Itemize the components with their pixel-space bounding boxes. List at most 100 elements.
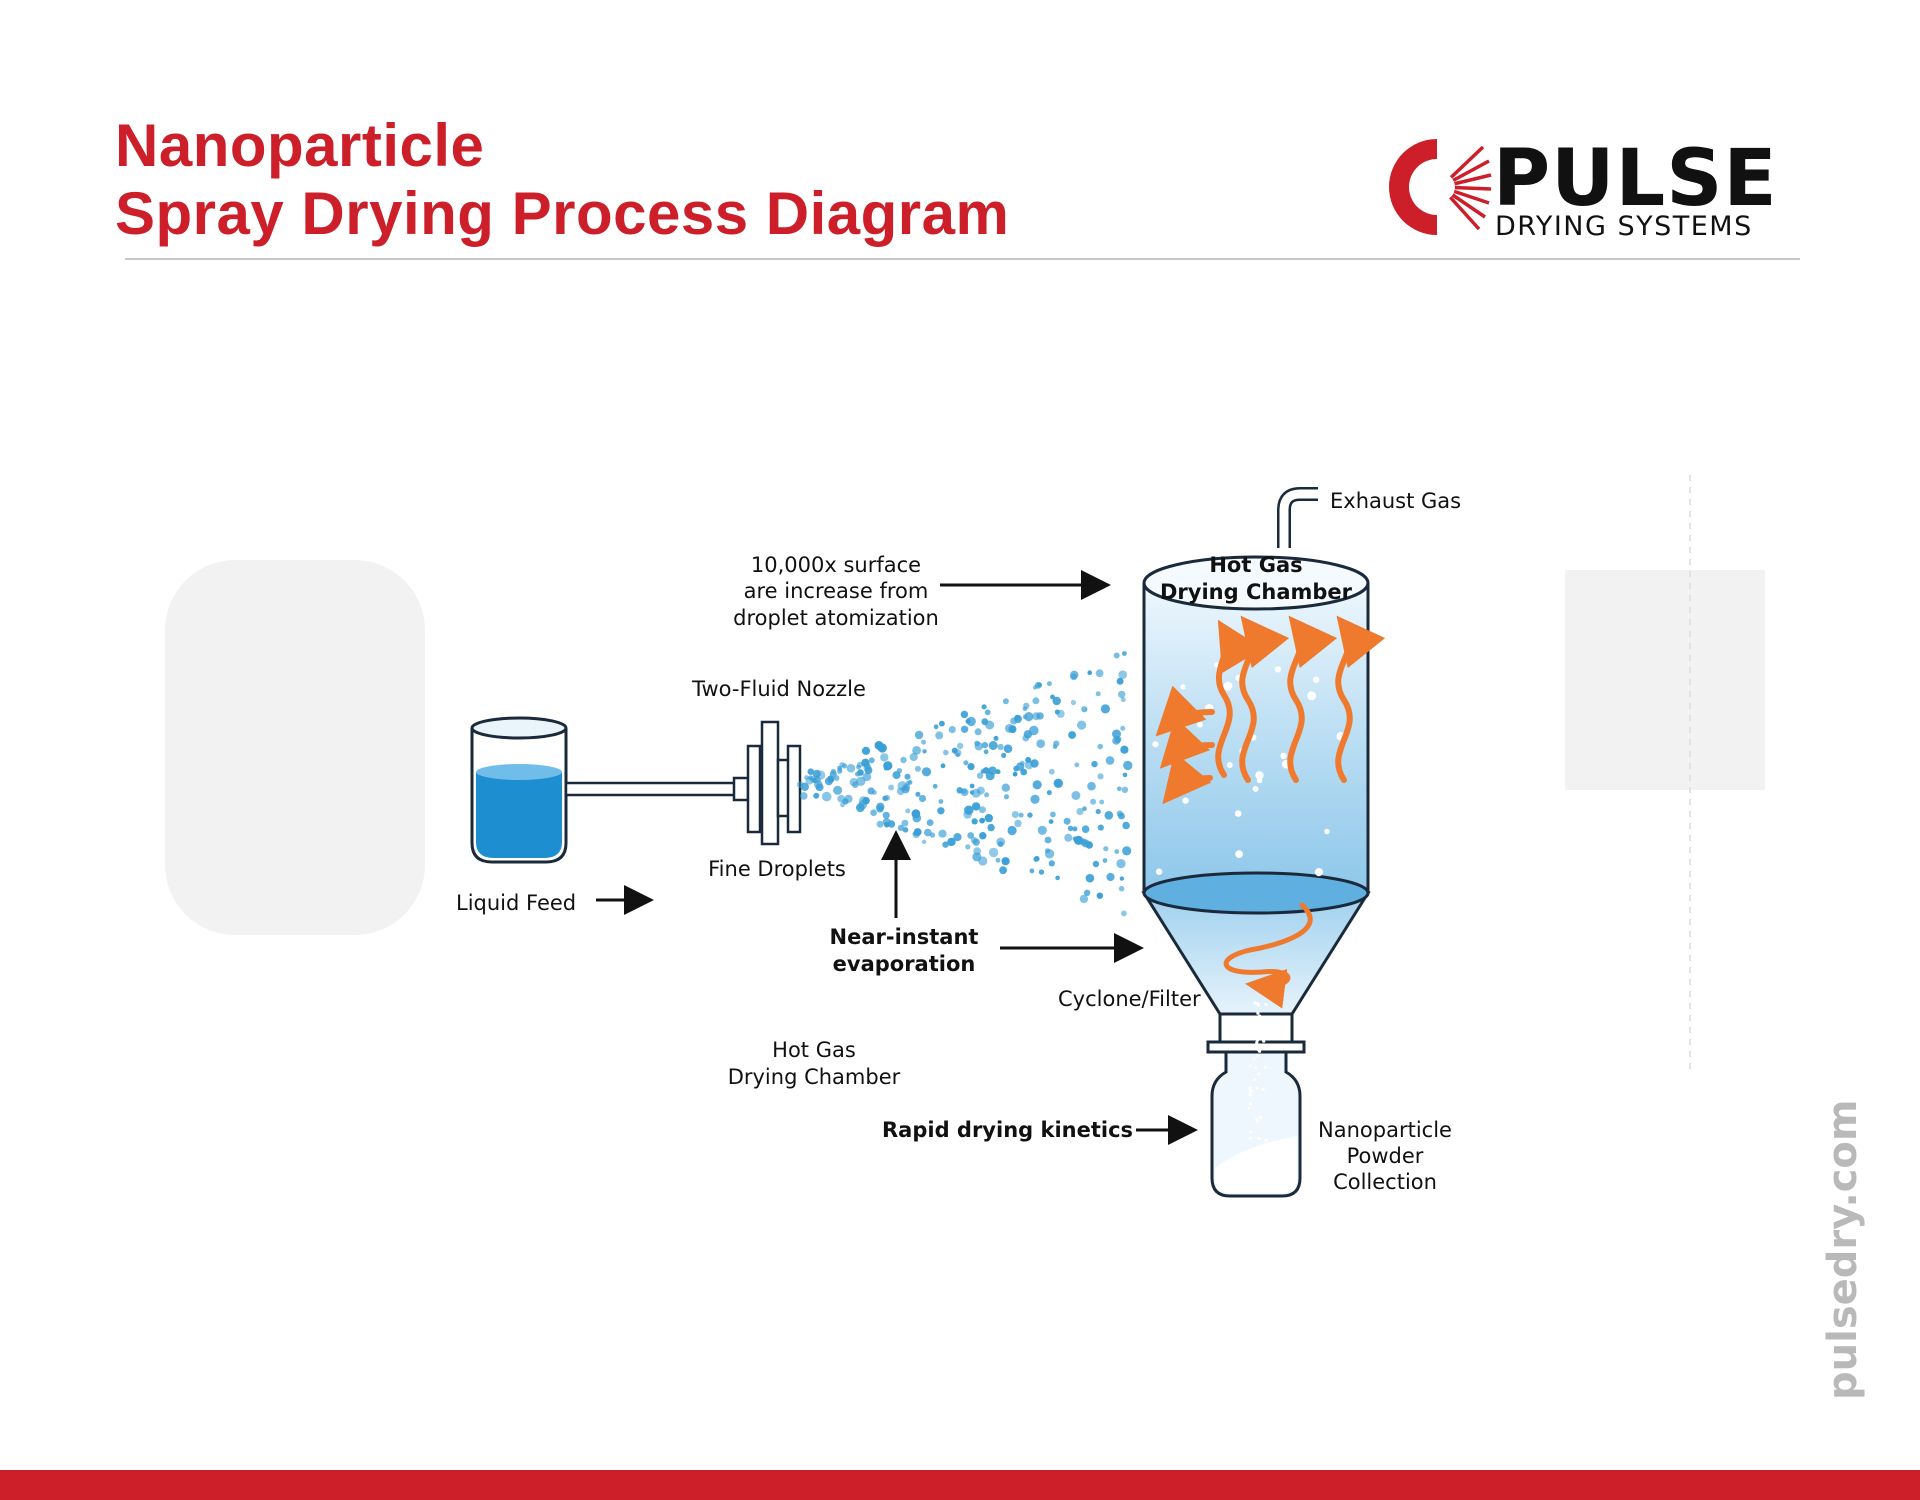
droplet [1118,885,1125,892]
droplet [883,761,893,771]
label-surface-3: droplet atomization [733,606,939,630]
droplet [993,735,999,741]
powder-particle [1253,1036,1257,1041]
droplet [1046,790,1052,796]
droplet [913,831,920,839]
droplet [974,728,982,736]
droplet [905,780,911,786]
droplet [897,781,908,791]
droplet [974,740,980,747]
droplet [896,768,903,774]
droplet [888,784,895,791]
label-two-fluid-nozzle: Two-Fluid Nozzle [691,677,866,701]
droplet [1070,699,1076,706]
powder-particle [1253,1001,1257,1005]
droplet [1064,833,1073,842]
droplet [1056,709,1065,718]
powder-particle [1256,1003,1261,1008]
label-rapid-drying: Rapid drying kinetics [882,1118,1133,1142]
droplet [1046,681,1052,687]
droplet [870,809,877,816]
droplet [1120,745,1129,754]
droplet [1104,811,1114,820]
droplet [1001,857,1010,866]
label-surface-2: are increase from [744,579,929,603]
droplet [988,741,998,750]
powder-particle [1257,1072,1261,1076]
droplet [1097,743,1103,750]
droplet [839,762,845,768]
droplet [1074,762,1080,768]
dried-particle [1252,785,1259,792]
dried-particle [1180,684,1186,690]
droplet [857,769,864,776]
droplet [1091,760,1098,768]
droplet [973,847,982,855]
droplet [1053,778,1064,788]
droplet [918,794,927,803]
droplet [1122,772,1128,778]
droplet [943,749,949,756]
droplet [1070,670,1079,679]
droplet [1097,773,1104,780]
powder-collection-bottle [1210,1050,1302,1198]
droplet [1045,848,1050,854]
website-url[interactable]: pulsedry.com [1820,1099,1866,1400]
droplet [1118,690,1126,699]
label-powder-3: Collection [1333,1170,1437,1194]
powder-particle [1248,1064,1252,1068]
droplet [1022,706,1028,712]
droplet [800,792,808,800]
powder-particle [1248,1102,1252,1106]
droplet [871,790,877,795]
droplet [1087,670,1092,675]
powder-particle [1256,1011,1260,1015]
droplet [882,818,891,827]
droplet [1012,771,1018,777]
droplet [1082,806,1087,811]
droplet [1033,856,1039,863]
powder-particle [1257,1136,1261,1141]
droplet [837,768,843,774]
droplet [976,786,985,795]
footer-bar [0,1470,1920,1500]
droplet [1079,894,1089,904]
logo[interactable]: PULSE DRYING SYSTEMS [1385,135,1795,240]
droplet [1053,740,1060,747]
droplet [882,811,890,819]
droplet [983,749,989,755]
droplet [1095,808,1101,815]
powder-particle [1257,1027,1261,1031]
droplet [905,808,911,814]
droplet [1106,872,1115,882]
powder-particle [1247,1106,1251,1110]
label-liquid-feed: Liquid Feed [456,891,576,915]
droplet [939,720,945,727]
droplet [924,828,932,837]
droplet [960,725,969,733]
dried-particle [1182,797,1189,804]
droplet [861,746,871,756]
droplet [1071,791,1081,800]
droplet [999,866,1007,875]
dried-particle [1234,810,1242,817]
label-fine-droplets: Fine Droplets [708,857,846,881]
droplet [960,710,969,719]
droplet [921,839,927,844]
header-divider [125,258,1800,260]
droplet [1116,677,1124,685]
droplet [976,772,984,779]
droplet [1050,694,1055,700]
dried-particle [1155,868,1163,875]
droplet [1099,799,1105,805]
droplet [978,856,988,866]
powder-particle [1260,1043,1264,1047]
label-chamber-title-1: Hot Gas [1209,553,1302,577]
droplet [1112,729,1121,739]
droplet [821,791,832,802]
droplet [1004,794,1009,800]
powder-particle [1249,1089,1253,1093]
droplet [880,753,889,762]
powder-particle [1252,1032,1256,1036]
